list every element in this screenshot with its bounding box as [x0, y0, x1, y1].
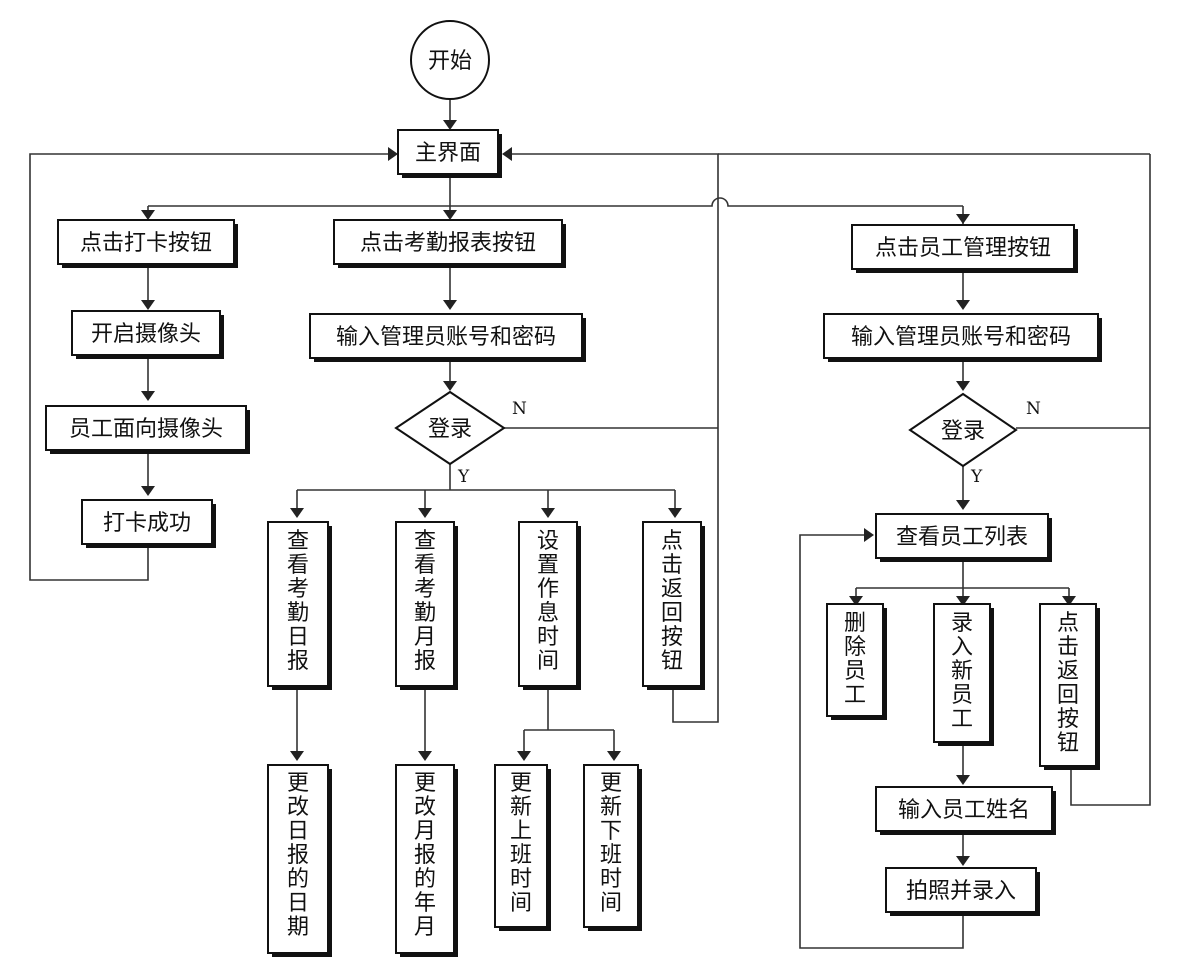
delete-staff-box: 删除员工	[826, 603, 887, 720]
camera-on-label: 开启摄像头	[91, 322, 201, 347]
daily-report-box: 查看考勤日报	[267, 521, 332, 690]
staff-login-label: 登录	[941, 419, 985, 444]
report-login-label: 登录	[428, 417, 472, 442]
start-label: 开始	[428, 49, 472, 74]
connector-lines	[29, 92, 1151, 949]
staff-input-label: 输入管理员账号和密码	[851, 325, 1071, 350]
end-time-label: 更新下班时间	[600, 771, 622, 916]
report-input-label: 输入管理员账号和密码	[336, 325, 556, 350]
report-input-box: 输入管理员账号和密码	[309, 313, 586, 362]
face-camera-box: 员工面向摄像头	[45, 405, 250, 454]
add-staff-box: 录入新员工	[933, 603, 994, 746]
staff-list-box: 查看员工列表	[875, 513, 1052, 562]
report-back-box: 点击返回按钮	[642, 521, 705, 690]
report-button-label: 点击考勤报表按钮	[360, 231, 536, 256]
clock-button-label: 点击打卡按钮	[80, 231, 212, 256]
daily-report-label: 查看考勤日报	[287, 529, 309, 674]
report-back-label: 点击返回按钮	[661, 529, 683, 674]
report-no-label: N	[512, 399, 527, 419]
clock-success-box: 打卡成功	[81, 499, 216, 548]
main-screen-label: 主界面	[415, 141, 481, 166]
end-time-box: 更新下班时间	[583, 764, 642, 931]
main-screen-box: 主界面	[397, 129, 502, 178]
staff-button-box: 点击员工管理按钮	[851, 224, 1078, 273]
add-staff-label: 录入新员工	[951, 611, 973, 732]
start-time-label: 更新上班时间	[510, 771, 532, 916]
staff-list-label: 查看员工列表	[896, 525, 1028, 550]
schedule-box: 设置作息时间	[518, 521, 581, 690]
report-login-diamond: 登录	[394, 390, 506, 466]
staff-login-diamond: 登录	[908, 392, 1018, 468]
staff-name-box: 输入员工姓名	[875, 786, 1056, 835]
photo-label: 拍照并录入	[906, 879, 1016, 904]
report-yes-label: Y	[457, 467, 470, 487]
monthly-change-label: 更改月报的年月	[414, 771, 436, 940]
arrowheads	[141, 120, 1076, 866]
start-node: 开始	[410, 20, 490, 100]
monthly-report-label: 查看考勤月报	[414, 529, 436, 674]
daily-change-label: 更改日报的日期	[287, 771, 309, 940]
daily-change-box: 更改日报的日期	[267, 764, 332, 957]
start-time-box: 更新上班时间	[494, 764, 551, 931]
staff-button-label: 点击员工管理按钮	[875, 236, 1051, 261]
camera-on-box: 开启摄像头	[71, 310, 224, 359]
clock-success-label: 打卡成功	[103, 511, 191, 536]
monthly-report-box: 查看考勤月报	[395, 521, 458, 690]
monthly-change-box: 更改月报的年月	[395, 764, 458, 957]
staff-back-label: 点击返回按钮	[1057, 611, 1079, 756]
clock-button-box: 点击打卡按钮	[57, 219, 238, 268]
report-button-box: 点击考勤报表按钮	[333, 219, 566, 268]
staff-yes-label: Y	[970, 467, 983, 487]
schedule-label: 设置作息时间	[537, 529, 559, 674]
staff-no-label: N	[1026, 399, 1041, 419]
photo-box: 拍照并录入	[885, 867, 1040, 916]
staff-name-label: 输入员工姓名	[898, 798, 1030, 823]
delete-staff-label: 删除员工	[844, 611, 866, 708]
face-camera-label: 员工面向摄像头	[69, 417, 223, 442]
staff-input-box: 输入管理员账号和密码	[823, 313, 1102, 362]
staff-back-box: 点击返回按钮	[1039, 603, 1100, 770]
